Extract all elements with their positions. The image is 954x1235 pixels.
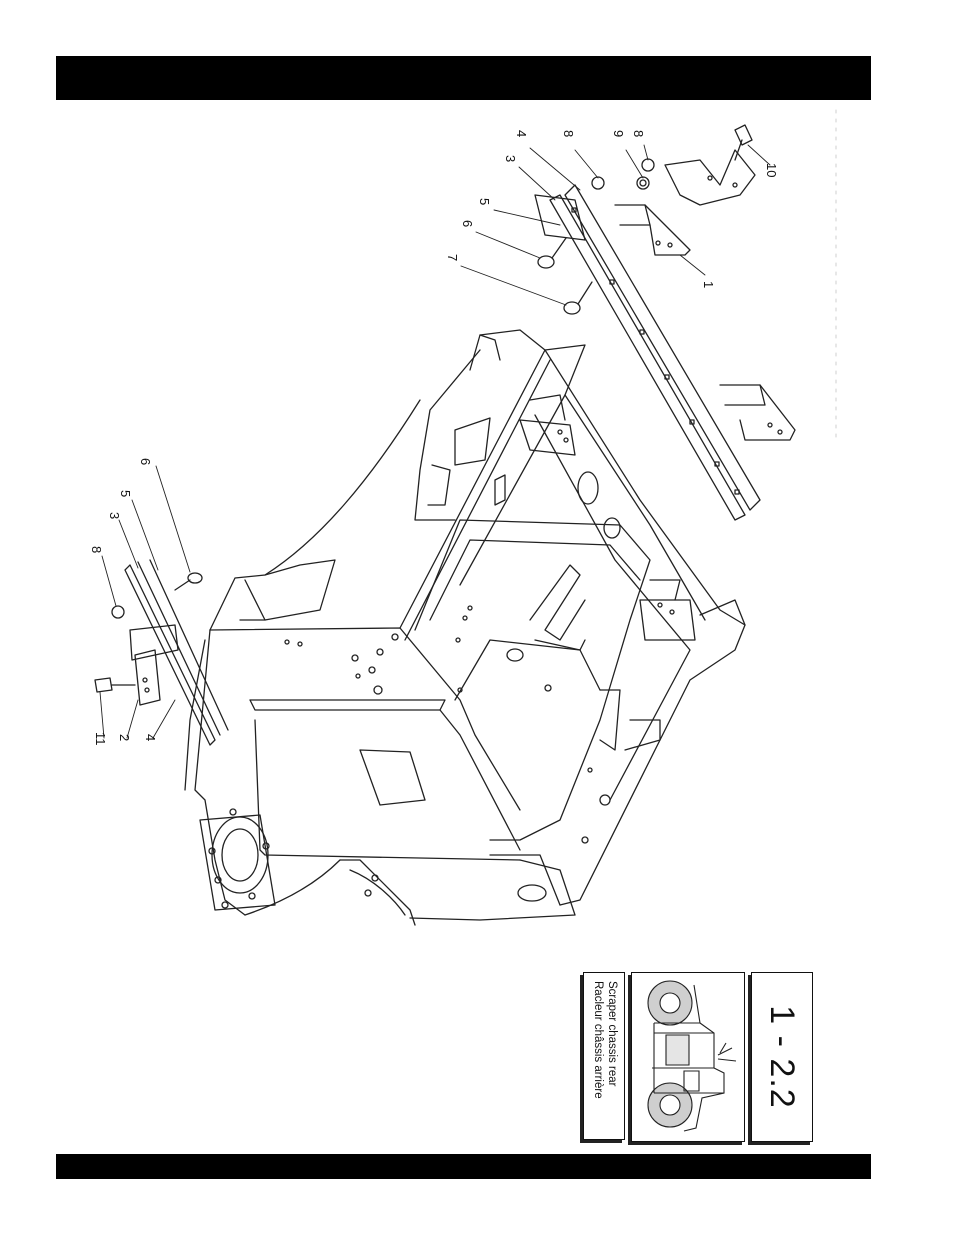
callout-3-right: 3 xyxy=(503,155,518,162)
callout-11-left: 11 xyxy=(93,732,108,746)
callout-8-right-a: 8 xyxy=(561,130,576,137)
callout-9-right: 9 xyxy=(611,130,626,137)
callout-7-right: 7 xyxy=(445,254,460,261)
callout-2-left: 2 xyxy=(117,734,132,741)
caption-english: Scraper chassis rear xyxy=(605,981,619,1131)
machine-thumbnail xyxy=(631,972,745,1142)
callout-10-right: 10 xyxy=(764,163,779,177)
title-caption: Scraper chassis rear Racleur châssis arr… xyxy=(583,972,625,1140)
callout-8-right-b: 8 xyxy=(631,130,646,137)
callout-6-left: 6 xyxy=(138,458,153,465)
chassis-frame xyxy=(185,330,745,925)
callout-1-right: 1 xyxy=(701,281,716,288)
callout-3-left: 3 xyxy=(107,512,122,519)
section-number: 1 - 2.2 xyxy=(751,972,813,1142)
callout-8-left: 8 xyxy=(89,546,104,553)
callout-4-left: 4 xyxy=(143,734,158,741)
callout-5-right: 5 xyxy=(477,198,492,205)
scraper-rail-right xyxy=(535,125,795,520)
caption-french: Racleur châssis arrière xyxy=(591,981,605,1131)
title-block: 1 - 2.2 Scraper chassis rear Racleur châ… xyxy=(580,970,815,1145)
callout-6-right: 6 xyxy=(460,220,475,227)
callout-4-right: 4 xyxy=(514,130,529,137)
leader-lines xyxy=(100,145,770,738)
callout-5-left: 5 xyxy=(118,490,133,497)
